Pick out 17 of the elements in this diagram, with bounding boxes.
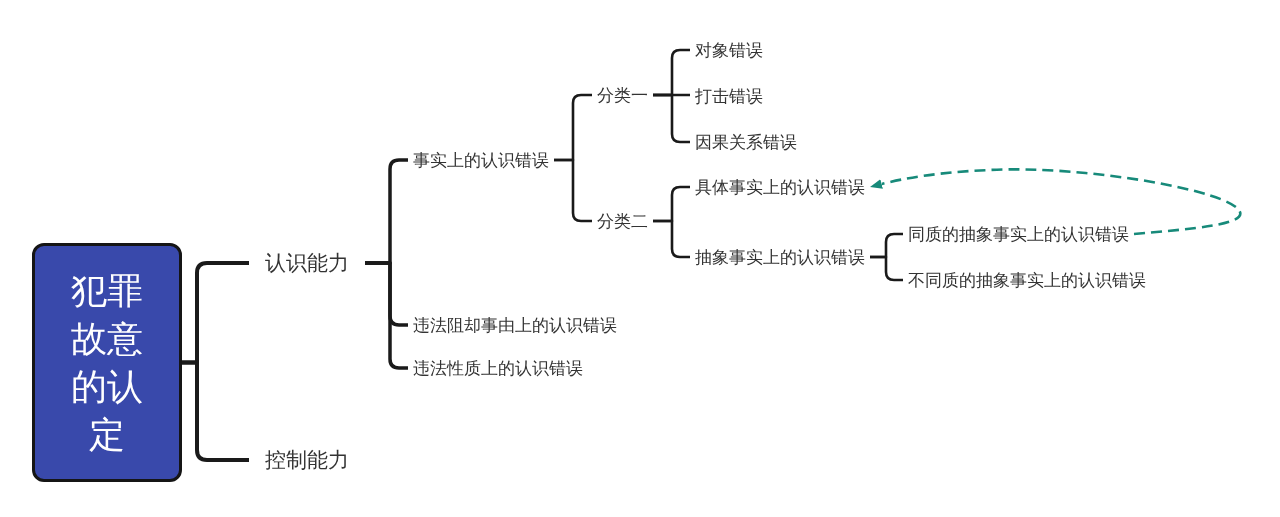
dashed-arrow (869, 168, 1242, 236)
topic-text: 控制能力 (249, 446, 365, 474)
topic-text: 违法阻却事由上的认识错误 (408, 314, 622, 336)
topic-text: 事实上的认识错误 (408, 149, 554, 171)
topic-text: 认识能力 (249, 249, 365, 277)
branch-line (182, 360, 249, 462)
root-box: 犯罪故意的认定 (32, 243, 182, 482)
topic-text: 对象错误 (690, 39, 768, 61)
topic-text: 打击错误 (690, 85, 768, 107)
topic-text: 具体事实上的认识错误 (690, 176, 870, 198)
topic-text: 抽象事实上的认识错误 (690, 246, 870, 268)
topic-text: 分类二 (592, 210, 653, 232)
topic-text: 不同质的抽象事实上的认识错误 (903, 269, 1151, 291)
topic-text: 因果关系错误 (690, 131, 802, 153)
topic-text: 同质的抽象事实上的认识错误 (903, 223, 1134, 245)
topic-text: 分类一 (592, 84, 653, 106)
topic-text: 违法性质上的认识错误 (408, 357, 588, 379)
